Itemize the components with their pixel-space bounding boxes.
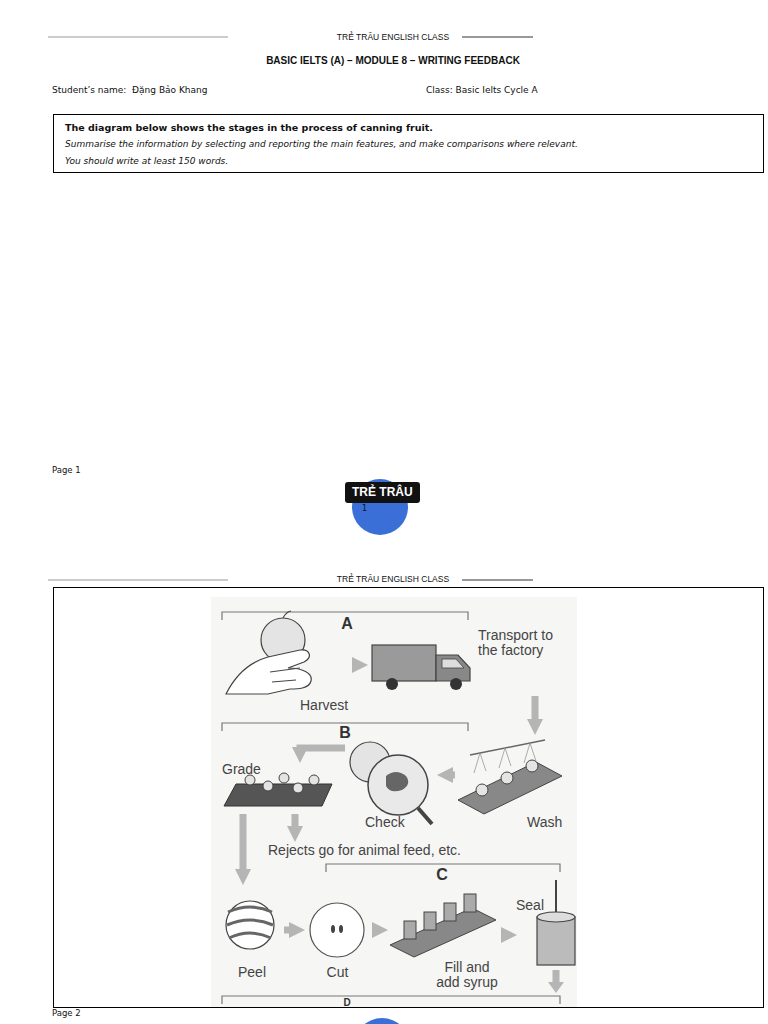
stage-caption: Fill and add syrup (434, 960, 500, 990)
logo-number: 1 (362, 504, 367, 513)
apple (501, 772, 513, 784)
hand (226, 650, 311, 694)
note-text: Rejects go for animal feed, etc. (268, 842, 461, 858)
truck-cab (436, 655, 470, 681)
header-rule (48, 37, 228, 38)
figure-frame (54, 588, 764, 1008)
apple-stem (283, 611, 291, 618)
truck-body (372, 645, 436, 681)
task-text: You should write at least 150 words. (65, 153, 752, 170)
wash-conveyor (458, 762, 562, 814)
can (404, 921, 416, 939)
stage-caption: Peel (222, 965, 282, 980)
can (444, 903, 456, 921)
stage-caption: Transport to the factory (478, 628, 564, 658)
flow-arrow (502, 932, 509, 939)
apple-seed (331, 925, 335, 933)
apple (309, 775, 319, 785)
bruise (386, 772, 408, 791)
header-text: TRẺ TRÂU ENGLISH CLASS (337, 574, 449, 584)
apple (293, 783, 303, 793)
stage-figure: Grade (222, 762, 332, 814)
apple-peel (227, 907, 273, 938)
can (464, 894, 476, 912)
apple-half (310, 903, 364, 957)
logo-badge: TRẺ TRÂU (345, 482, 420, 503)
stage-letter: B (339, 724, 351, 742)
stage-caption: Seal (516, 898, 544, 913)
header-text: TRẺ TRÂU ENGLISH CLASS (337, 32, 449, 42)
logo-text: TRẺ TRÂU (352, 484, 413, 501)
header-rule (462, 580, 533, 581)
flow-arrow (532, 696, 539, 727)
flow-arrow (352, 662, 360, 669)
task-text: The diagram below shows the stages in th… (65, 119, 752, 136)
stage-figure: Cut (305, 895, 372, 985)
truck-wheel (386, 678, 398, 690)
apple (476, 784, 488, 796)
task-text: Summarise the information by selecting a… (65, 136, 752, 153)
stage-figure: Wash (455, 735, 565, 832)
stage-figure: Fill and add syrup (388, 885, 502, 992)
header-rule (462, 37, 533, 38)
stage-figure: Peel (222, 885, 284, 985)
stage-letter: D (343, 997, 350, 1008)
peeled-apple (226, 901, 274, 949)
stage-caption: Check (365, 815, 405, 830)
stage-figure: Transport to the factory (368, 628, 566, 696)
grading-tray (224, 784, 332, 806)
task-box: The diagram below shows the stages in th… (53, 114, 764, 173)
stage-caption: Wash (527, 815, 562, 830)
magnifier-lens (368, 755, 428, 815)
header-rule (48, 580, 228, 581)
sealed-can (537, 917, 575, 965)
stage-caption: Grade (222, 762, 261, 777)
student-name: Student’s name: Đặng Bảo Khang (52, 85, 207, 95)
flow-arrow (284, 927, 297, 934)
spray-bar (470, 740, 545, 755)
stage-figure: Harvest (222, 616, 352, 715)
fill-conveyor (390, 908, 496, 957)
apple (526, 760, 538, 772)
apple (263, 781, 273, 791)
flow-arrow (553, 970, 560, 982)
can-lid (537, 912, 575, 922)
flow-arrow (372, 927, 380, 934)
logo-badge (354, 1018, 410, 1024)
class-name: Class: Basic Ielts Cycle A (426, 85, 538, 95)
flow-arrow (240, 814, 247, 877)
figure-ground (211, 597, 577, 1007)
stage-figure: Check (345, 735, 437, 832)
truck-wheel (450, 678, 462, 690)
page-number: Page 1 (52, 465, 81, 475)
stage-letter: C (436, 866, 448, 884)
apple-seed (339, 925, 343, 933)
flow-arrow (300, 748, 345, 755)
stage-figure: Seal (516, 880, 578, 968)
flow-arrow (445, 772, 455, 779)
truck-window (442, 659, 464, 668)
flow-arrow (292, 814, 299, 834)
stage-letter: A (341, 615, 353, 633)
reject-note: Rejects go for animal feed, etc. (266, 842, 463, 858)
finger-line (270, 668, 300, 682)
stage-caption: Cut (305, 965, 370, 980)
apple (279, 773, 289, 783)
magnifier-handle (418, 808, 432, 824)
page-title: BASIC IELTS (A) – MODULE 8 – WRITING FEE… (266, 55, 520, 66)
stage-caption: Harvest (300, 698, 348, 713)
flow-arrowhead (548, 982, 564, 993)
page-number: Page 2 (52, 1008, 81, 1018)
seal-tool (555, 880, 557, 912)
can (424, 912, 436, 930)
stage-bracket (222, 996, 560, 1004)
